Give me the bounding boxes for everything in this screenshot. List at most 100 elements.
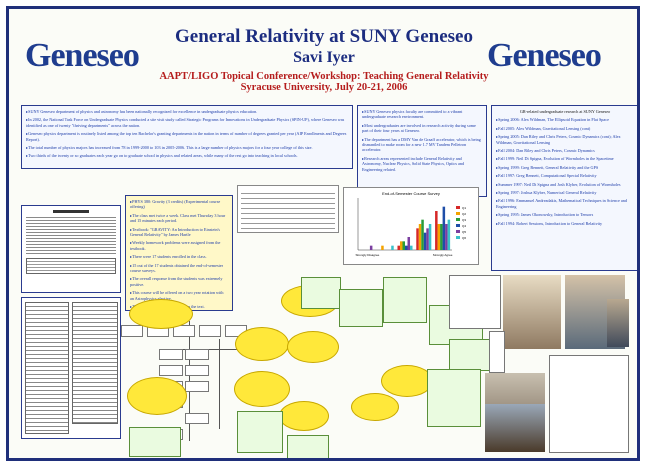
list-item: SUNY Geneseo department of physics and a… bbox=[26, 109, 348, 114]
chart-legend-swatch bbox=[456, 206, 460, 209]
flow-node bbox=[185, 349, 209, 360]
chart-bar bbox=[435, 211, 438, 250]
list-item: Weekly homework problems were assigned f… bbox=[130, 240, 228, 251]
geneseo-logo-right: Geneseo bbox=[487, 37, 602, 74]
course-info-box: PHYS 380: Gravity (3 credits) (Experimen… bbox=[125, 195, 233, 311]
schedule-table bbox=[21, 297, 121, 439]
list-item: Fall 2005: Alex Wildman, Gravitational L… bbox=[496, 126, 634, 131]
flow-node bbox=[185, 413, 209, 424]
list-item: Fall 1999: Neil Di Spigna, Evolution of … bbox=[496, 156, 634, 161]
conference-line2: Syracuse University, July 20-21, 2006 bbox=[240, 82, 408, 93]
chart-bar bbox=[418, 224, 422, 250]
list-item: Textbook: "GRAVITY: An Introduction to E… bbox=[130, 227, 228, 238]
list-item: The department has a DMY Van de Graaff a… bbox=[362, 137, 482, 153]
chart-bar bbox=[391, 245, 394, 250]
gr-research-box: GR-related undergraduate research at SUN… bbox=[491, 105, 637, 271]
chart-title: End-of-Semester Course Survey bbox=[382, 191, 440, 196]
list-item: In 2002, the National Task Force on Unde… bbox=[26, 117, 348, 128]
chart-bar bbox=[369, 245, 373, 250]
list-item: The overall response from the students w… bbox=[130, 276, 228, 287]
list-item: Geneseo physics department is routinely … bbox=[26, 131, 348, 142]
note-box bbox=[237, 411, 283, 453]
poster-frame: Geneseo Geneseo General Relativity at SU… bbox=[6, 6, 640, 461]
note-box bbox=[339, 289, 383, 327]
list-item: Research areas represented include Gener… bbox=[362, 156, 482, 172]
survey-table-rows bbox=[241, 189, 335, 229]
survey-chart-svg: End-of-Semester Course Survey Q1Q2Q3Q4Q5… bbox=[355, 191, 466, 257]
note-box bbox=[427, 369, 481, 427]
flow-node bbox=[159, 349, 183, 360]
chart-legend-swatch bbox=[456, 230, 460, 233]
chart-category-label: Strongly Agree bbox=[433, 253, 453, 257]
list-item: Spring 2005: Dan Riley and Chris Peters,… bbox=[496, 134, 634, 145]
chart-legend-label: Q1 bbox=[462, 206, 466, 210]
note-box bbox=[129, 427, 181, 457]
chart-bar bbox=[407, 237, 411, 250]
survey-table bbox=[237, 185, 339, 233]
list-item: Spring 1999: Greg Bennett, General Relat… bbox=[496, 165, 634, 170]
chart-bar bbox=[421, 219, 424, 250]
callout-bubble bbox=[127, 377, 187, 415]
callout-bubble bbox=[381, 365, 433, 397]
list-item: Summer 1997: Neil Di Spigna and Josh Kly… bbox=[496, 182, 634, 187]
chart-bar bbox=[381, 245, 384, 250]
list-item: Fall 1997: Greg Bennett, Computational S… bbox=[496, 173, 634, 178]
chart-legend-label: Q3 bbox=[462, 218, 466, 222]
list-item: The total number of physics majors has i… bbox=[26, 145, 348, 150]
list-item: SUNY Geneseo physics faculty are committ… bbox=[362, 109, 482, 120]
student-photo bbox=[503, 275, 561, 349]
callout-bubble bbox=[235, 327, 289, 361]
note-box bbox=[449, 339, 491, 371]
chart-legend-swatch bbox=[456, 218, 460, 221]
list-item: There were 17 students enrolled in the c… bbox=[130, 254, 228, 259]
note-box bbox=[383, 277, 427, 323]
schedule-table-left bbox=[25, 302, 69, 434]
note-box bbox=[489, 331, 505, 373]
chart-bar bbox=[440, 224, 443, 250]
flow-line bbox=[219, 339, 220, 429]
chart-bar bbox=[426, 228, 429, 250]
callout-bubble bbox=[287, 331, 339, 363]
list-item: Fall 2004: Dan Riley and Chris Peters, C… bbox=[496, 148, 634, 153]
chart-bar bbox=[428, 224, 432, 250]
chart-legend-label: Q6 bbox=[462, 236, 466, 240]
chart-legend-label: Q2 bbox=[462, 212, 466, 216]
chart-legend-swatch bbox=[456, 212, 460, 215]
research-info-box: SUNY Geneseo physics faculty are committ… bbox=[357, 105, 487, 197]
list-item: Fall 1994: Robert Sessions, Introduction… bbox=[496, 221, 634, 226]
student-photo bbox=[607, 299, 629, 347]
syllabus-document bbox=[21, 205, 121, 293]
chart-bar bbox=[399, 241, 403, 250]
note-box bbox=[301, 277, 341, 309]
conference-line1: AAPT/LIGO Topical Conference/Workshop: T… bbox=[159, 71, 489, 82]
list-item: This course will be offered on a two yea… bbox=[130, 290, 228, 301]
syllabus-heading-line bbox=[53, 210, 89, 213]
geneseo-logo-left: Geneseo bbox=[25, 37, 140, 74]
list-item: Spring 1995: James Okonowsky, Introducti… bbox=[496, 212, 634, 217]
chart-legend-swatch bbox=[456, 236, 460, 239]
chart-bar bbox=[442, 206, 446, 250]
gr-research-heading: GR-related undergraduate research at SUN… bbox=[519, 109, 611, 114]
poster-author: Savi Iyer bbox=[293, 49, 355, 66]
list-item: The class met twice a week. Class met Th… bbox=[130, 213, 228, 224]
chart-bar bbox=[397, 245, 400, 250]
list-item: PHYS 380: Gravity (3 credits) (Experimen… bbox=[130, 199, 228, 210]
list-item: Spring 1997: Joshua Klyber, Numerical Ge… bbox=[496, 190, 634, 195]
poster-title: General Relativity at SUNY Geneseo bbox=[175, 26, 473, 47]
note-box bbox=[287, 435, 329, 458]
chart-category-label: Strongly Disagree bbox=[355, 253, 379, 257]
chart-legend-swatch bbox=[456, 224, 460, 227]
chart-bar bbox=[416, 228, 419, 250]
chart-legend-label: Q5 bbox=[462, 230, 466, 234]
callout-bubble bbox=[129, 299, 193, 329]
flow-node bbox=[173, 325, 195, 337]
callout-bubble bbox=[279, 401, 329, 431]
schedule-table-right bbox=[72, 302, 118, 424]
list-item: Spring 2006: Alex Wildman, The Ellipsoid… bbox=[496, 117, 634, 122]
chart-bar bbox=[423, 232, 427, 250]
list-item: 15 out of the 17 students obtained the e… bbox=[130, 263, 228, 274]
note-box bbox=[549, 355, 629, 453]
list-item: Fall 1996: Emmanuel Andreadakis, Mathema… bbox=[496, 198, 634, 209]
flow-node bbox=[185, 381, 209, 392]
